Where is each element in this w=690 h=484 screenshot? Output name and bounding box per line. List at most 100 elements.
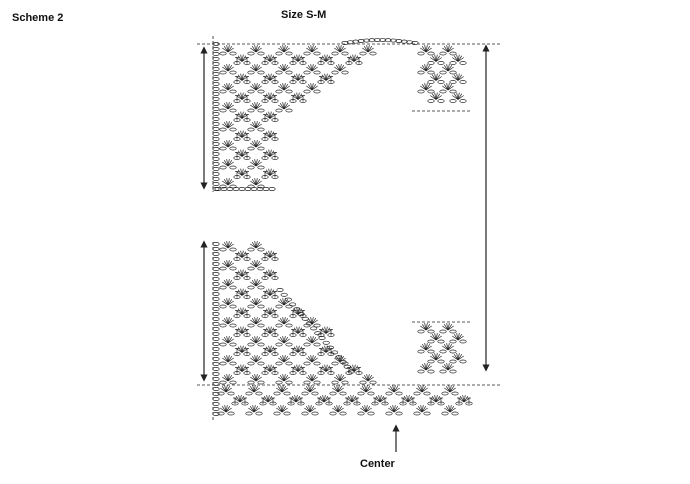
chain-loop-icon <box>305 321 313 326</box>
fan-stitch-icon <box>261 269 279 280</box>
post-stitch-icon <box>271 397 275 404</box>
chain-loop-icon <box>212 267 220 271</box>
fan-stitch-icon <box>261 364 279 375</box>
post-stitch-icon <box>273 171 277 178</box>
fan-stitch-icon <box>439 323 457 334</box>
fan-stitch-icon <box>219 279 237 290</box>
fan-stitch-icon <box>385 405 403 416</box>
chain-loop-icon <box>347 369 355 374</box>
chain-loop-icon <box>212 102 220 106</box>
fan-stitch-icon <box>219 298 237 309</box>
fan-stitch-icon <box>247 121 265 132</box>
chain-loop-icon <box>212 82 220 86</box>
chain-loop-icon <box>212 272 220 276</box>
post-stitch-icon <box>263 171 267 178</box>
fan-stitch-icon <box>233 168 251 179</box>
chain-loop-icon <box>212 52 220 56</box>
post-stitch-icon <box>329 367 333 374</box>
fan-stitch-icon <box>303 64 321 75</box>
post-stitch-icon <box>235 291 239 298</box>
post-stitch-icon <box>261 397 265 404</box>
fan-stitch-icon <box>439 64 457 75</box>
fan-stitch-icon <box>371 395 389 406</box>
fan-stitch-icon <box>449 54 467 65</box>
fan-stitch-icon <box>303 355 321 366</box>
fan-stitch-icon <box>357 405 375 416</box>
post-stitch-icon <box>273 152 277 159</box>
post-stitch-icon <box>357 367 361 374</box>
chain-loop-icon <box>212 127 220 131</box>
post-stitch-icon <box>357 57 361 64</box>
fan-stitch-icon <box>427 353 445 364</box>
chain-loop-icon <box>322 340 330 345</box>
post-stitch-icon <box>245 329 249 336</box>
post-stitch-icon <box>273 95 277 102</box>
post-stitch-icon <box>235 76 239 83</box>
fan-stitch-icon <box>399 395 417 406</box>
fan-stitch-icon <box>331 355 349 366</box>
chain-loop-icon <box>212 297 220 301</box>
fan-stitch-icon <box>287 395 305 406</box>
chain-loop-icon <box>212 312 220 316</box>
fan-stitch-icon <box>231 395 249 406</box>
fan-stitch-icon <box>275 336 293 347</box>
fan-stitch-icon <box>345 54 363 65</box>
fan-stitch-icon <box>247 260 265 271</box>
fan-stitch-icon <box>449 333 467 344</box>
fan-stitch-icon <box>261 326 279 337</box>
chain-loop-icon <box>352 39 360 44</box>
fan-stitch-icon <box>247 374 265 385</box>
fan-stitch-icon <box>275 64 293 75</box>
fan-stitch-icon <box>317 326 335 337</box>
fan-stitch-icon <box>449 353 467 364</box>
fan-stitch-icon <box>289 54 307 65</box>
fan-stitch-icon <box>275 355 293 366</box>
chain-loop-icon <box>331 350 339 355</box>
post-stitch-icon <box>273 76 277 83</box>
post-stitch-icon <box>245 348 249 355</box>
fan-stitch-icon <box>275 45 293 56</box>
fan-stitch-icon <box>245 405 263 416</box>
chain-loop-icon <box>362 38 371 43</box>
chain-loop-icon <box>212 412 220 416</box>
chain-loop-icon <box>314 331 322 336</box>
post-stitch-icon <box>245 95 249 102</box>
fan-stitch-icon <box>219 83 237 94</box>
fan-stitch-icon <box>261 288 279 299</box>
chain-loop-icon <box>212 117 220 121</box>
fan-stitch-icon <box>261 111 279 122</box>
chain-loop-icon <box>212 242 220 246</box>
chain-loop-icon <box>379 38 387 42</box>
chain-loop-icon <box>214 187 222 191</box>
chain-loop-icon <box>220 187 228 191</box>
post-stitch-icon <box>245 272 249 279</box>
chain-loop-icon <box>212 317 220 321</box>
post-stitch-icon <box>319 76 323 83</box>
fan-stitch-icon <box>427 92 445 103</box>
post-stitch-icon <box>235 310 239 317</box>
chain-loop-icon <box>212 152 220 156</box>
fan-stitch-icon <box>261 73 279 84</box>
chain-loop-icon <box>389 38 398 43</box>
chain-loop-icon <box>339 360 347 364</box>
fan-stitch-icon <box>233 149 251 160</box>
fan-stitch-icon <box>417 323 435 334</box>
fan-stitch-icon <box>261 149 279 160</box>
chain-loop-icon <box>212 302 220 306</box>
fan-stitch-icon <box>439 343 457 354</box>
fan-stitch-icon <box>359 45 377 56</box>
post-stitch-icon <box>245 152 249 159</box>
chain-loop-icon <box>212 322 220 326</box>
post-stitch-icon <box>263 272 267 279</box>
chain-loop-icon <box>212 362 220 366</box>
post-stitch-icon <box>245 253 249 260</box>
post-stitch-icon <box>273 348 277 355</box>
fan-stitch-icon <box>359 374 377 385</box>
post-stitch-icon <box>273 310 277 317</box>
fan-stitch-icon <box>427 73 445 84</box>
fan-stitch-icon <box>317 345 335 356</box>
chain-loop-icon <box>212 387 220 391</box>
chain-loop-icon <box>212 42 220 46</box>
fan-stitch-icon <box>301 385 319 396</box>
